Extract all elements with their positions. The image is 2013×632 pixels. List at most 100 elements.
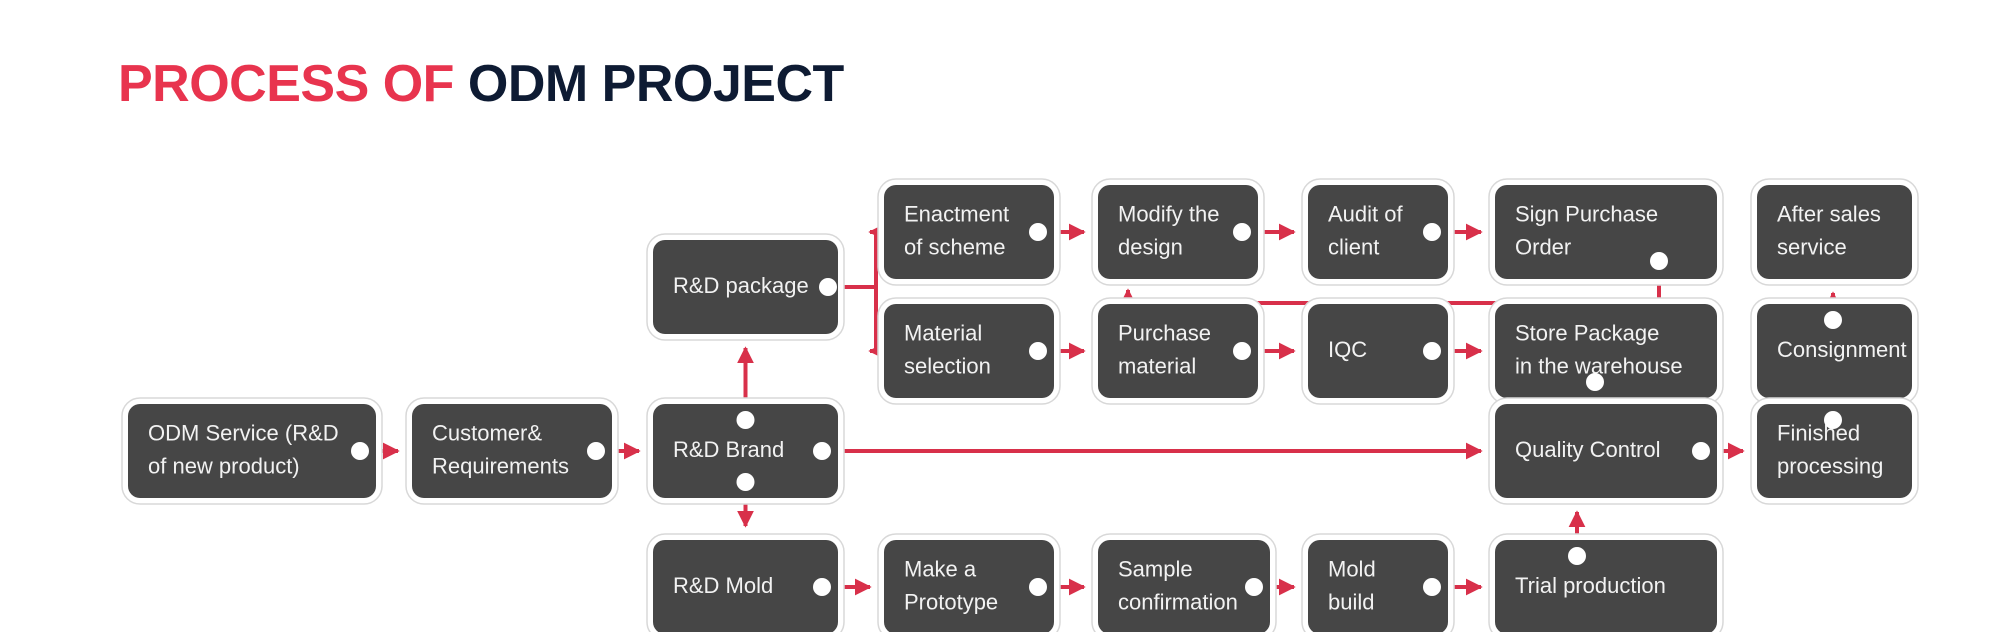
node-label: Audit of: [1328, 201, 1403, 226]
node-body: [1308, 540, 1448, 632]
flow-node-sample_conf[interactable]: Sample confirmation: [1091, 533, 1277, 632]
dot-rd_package-right: [819, 278, 837, 296]
node-body: [1098, 304, 1258, 398]
node-label: IQC: [1328, 337, 1367, 362]
node-label: ODM Service (R&D: [148, 420, 339, 445]
node-body: [1098, 540, 1270, 632]
dot-finished_proc-top: [1824, 411, 1842, 429]
dot-enactment-right: [1029, 223, 1047, 241]
node-body: [1308, 304, 1448, 398]
dot-customer_req-right: [587, 442, 605, 460]
node-label: Sample: [1118, 556, 1193, 581]
flow-node-rd_mold[interactable]: R&D Mold: [646, 533, 845, 632]
edge-rd_package-to-enactment: [868, 223, 886, 287]
node-label: After sales: [1777, 201, 1881, 226]
node-label: Order: [1515, 234, 1571, 259]
flow-node-trial_prod[interactable]: Trial production: [1488, 533, 1724, 632]
flow-node-rd_package[interactable]: R&D package: [646, 233, 845, 341]
page-title: PROCESS OF ODM PROJECT: [118, 58, 844, 110]
node-label: Consignment: [1777, 337, 1907, 362]
dot-trial_prod-top: [1568, 547, 1586, 565]
node-label: Requirements: [432, 453, 569, 478]
node-layer: ODM Service (R&D of new product) Customer&…: [121, 178, 1919, 632]
dot-material_sel-right: [1029, 342, 1047, 360]
node-body: [884, 304, 1054, 398]
flow-node-odm_service[interactable]: ODM Service (R&D of new product): [121, 397, 383, 505]
node-label: build: [1328, 589, 1374, 614]
node-label: Material: [904, 320, 982, 345]
flow-node-audit_client[interactable]: Audit of client: [1301, 178, 1455, 286]
node-label: Store Package: [1515, 320, 1659, 345]
node-label: design: [1118, 234, 1183, 259]
node-label: client: [1328, 234, 1379, 259]
node-label: material: [1118, 353, 1196, 378]
dot-odm_service-right: [351, 442, 369, 460]
node-label: confirmation: [1118, 589, 1238, 614]
node-body: [653, 240, 838, 334]
node-label: R&D Brand: [673, 437, 784, 462]
node-label: R&D Mold: [673, 573, 773, 598]
dot-iqc-right: [1423, 342, 1441, 360]
flow-node-purchase_mat[interactable]: Purchase material: [1091, 297, 1265, 405]
node-label: Mold: [1328, 556, 1376, 581]
title-rest: ODM PROJECT: [453, 55, 844, 113]
dot-store_package-bottom: [1586, 373, 1604, 391]
dot-mold_build-right: [1423, 578, 1441, 596]
node-body: [1495, 185, 1717, 279]
flow-node-modify_design[interactable]: Modify the design: [1091, 178, 1265, 286]
dot-rd_brand-top: [736, 411, 755, 429]
node-label: Customer&: [432, 420, 542, 445]
node-body: [1495, 304, 1717, 398]
flow-node-finished_proc[interactable]: Finished processing: [1750, 397, 1919, 505]
node-body: [1495, 540, 1717, 632]
node-label: Sign Purchase: [1515, 201, 1658, 226]
dot-rd_brand-right: [813, 442, 831, 460]
dot-audit_client-right: [1423, 223, 1441, 241]
node-label: Quality Control: [1515, 437, 1661, 462]
node-body: [1308, 185, 1448, 279]
flow-node-material_sel[interactable]: Material selection: [877, 297, 1061, 405]
dot-consignment-top: [1824, 311, 1842, 329]
node-label: Finished: [1777, 420, 1860, 445]
dot-rd_brand-bottom: [736, 473, 755, 491]
node-body: [128, 404, 376, 498]
node-label: Make a: [904, 556, 977, 581]
flow-node-after_sales[interactable]: After sales service: [1750, 178, 1919, 286]
dot-modify_design-right: [1233, 223, 1251, 241]
dot-sign_po-bottom: [1650, 252, 1668, 270]
flow-node-enactment[interactable]: Enactment of scheme: [877, 178, 1061, 286]
node-label: selection: [904, 353, 991, 378]
node-body: [1495, 404, 1717, 498]
node-body: [1757, 404, 1912, 498]
node-body: [1757, 304, 1912, 398]
flow-node-iqc[interactable]: IQC: [1301, 297, 1455, 405]
node-label: processing: [1777, 453, 1883, 478]
dot-rd_mold-right: [813, 578, 831, 596]
node-body: [884, 540, 1054, 632]
node-body: [1757, 185, 1912, 279]
flow-node-rd_brand[interactable]: R&D Brand: [646, 397, 845, 505]
flow-node-quality_ctrl[interactable]: Quality Control: [1488, 397, 1724, 505]
dot-purchase_mat-right: [1233, 342, 1251, 360]
edge-rd_package-to-material_sel: [868, 287, 886, 360]
node-label: Modify the: [1118, 201, 1220, 226]
flow-node-mold_build[interactable]: Mold build: [1301, 533, 1455, 632]
node-label: Trial production: [1515, 573, 1666, 598]
node-label: of scheme: [904, 234, 1006, 259]
node-label: Prototype: [904, 589, 998, 614]
node-label: R&D package: [673, 273, 809, 298]
node-label: of new product): [148, 453, 300, 478]
flow-node-customer_req[interactable]: Customer&Requirements: [405, 397, 619, 505]
node-label: service: [1777, 234, 1847, 259]
node-label: Enactment: [904, 201, 1009, 226]
dot-sample_conf-right: [1245, 578, 1263, 596]
node-body: [653, 540, 838, 632]
node-body: [884, 185, 1054, 279]
flow-node-make_prototype[interactable]: Make a Prototype: [877, 533, 1061, 632]
node-label: Purchase: [1118, 320, 1211, 345]
node-body: [412, 404, 612, 498]
